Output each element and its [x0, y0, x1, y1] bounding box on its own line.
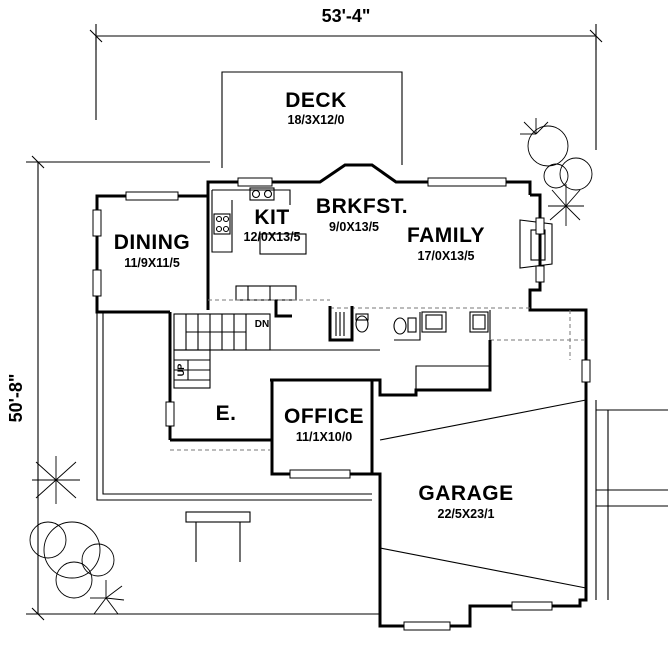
overall-depth-label: 50'-8": [6, 374, 26, 423]
family-label: FAMILY: [407, 224, 485, 247]
office-label: OFFICE: [284, 405, 364, 428]
dining-size: 11/9X11/5: [124, 256, 180, 270]
stair-up-label: UP: [176, 364, 186, 377]
stairs: [173, 313, 271, 389]
dining-label: DINING: [114, 231, 191, 254]
front-porch: [96, 312, 372, 562]
windows: [92, 177, 591, 631]
family-size: 17/0X13/5: [418, 249, 475, 263]
kit-size: 12/0X13/5: [244, 230, 301, 244]
kitchen-counters: [211, 187, 307, 301]
garage: [370, 399, 668, 628]
deck-size: 18/3X12/0: [288, 113, 345, 127]
garage-label: GARAGE: [418, 482, 513, 505]
brkfst-label: BRKFST.: [316, 195, 408, 218]
dimension-lines: [26, 24, 603, 621]
brkfst-size: 9/0X13/5: [329, 220, 379, 234]
deck-label: DECK: [285, 89, 347, 112]
deck: [221, 71, 403, 168]
overall-width-label: 53'-4": [322, 6, 371, 26]
tree-bottom-left: [29, 456, 125, 615]
tree-top-right: [520, 118, 593, 226]
office-size: 11/1X10/0: [296, 430, 352, 444]
entry-label: E.: [216, 402, 237, 425]
garage-size: 22/5X23/1: [438, 507, 495, 521]
kit-label: KIT: [254, 206, 289, 229]
exterior-walls: [95, 163, 588, 442]
stair-down-label: DN: [255, 319, 269, 330]
